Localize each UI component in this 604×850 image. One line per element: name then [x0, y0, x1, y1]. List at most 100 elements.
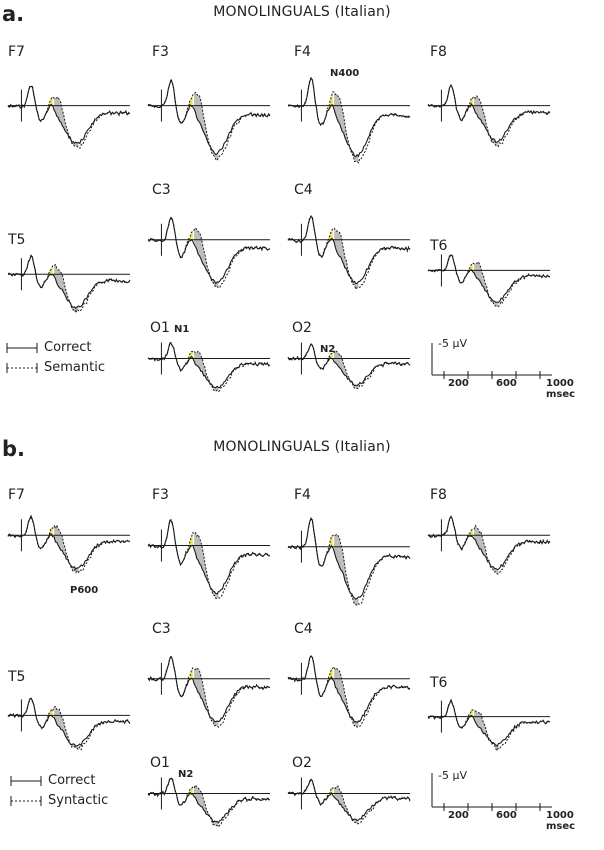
channel-label-f4: F4	[294, 44, 311, 60]
channel-label-f7: F7	[8, 487, 25, 503]
channel-label-t6: T6	[430, 238, 448, 254]
erp-plot	[7, 697, 131, 751]
effect-window-late	[334, 534, 359, 606]
trace-comparison	[147, 77, 271, 162]
trace-comparison	[147, 518, 271, 599]
effect-window-late	[54, 706, 79, 750]
legend-comparison: Syntactic	[10, 793, 108, 808]
erp-plot	[427, 254, 551, 308]
erp-plot	[287, 517, 411, 607]
erp-plot	[287, 654, 411, 728]
effect-window-late	[474, 96, 499, 147]
effect-window-late	[334, 666, 359, 728]
erp-plot	[7, 254, 131, 315]
trace-comparison	[287, 517, 411, 607]
trace-correct	[147, 655, 271, 723]
channel-label-t6: T6	[430, 675, 448, 691]
trace-correct	[287, 778, 411, 822]
erp-plot	[147, 77, 271, 162]
channel-label-c4: C4	[294, 182, 313, 198]
panel-b-title: MONOLINGUALS (Italian)	[213, 439, 391, 455]
trace-comparison	[7, 697, 131, 751]
effect-window-early	[43, 709, 53, 728]
scale-amplitude: -5 µV	[438, 337, 467, 350]
channel-label-f4: F4	[294, 487, 311, 503]
erp-plot	[427, 83, 551, 147]
legend-dashed-line-icon	[10, 795, 42, 806]
channel-label-t5: T5	[8, 669, 26, 685]
annotation-n2: N2	[178, 769, 194, 780]
channel-label-f3: F3	[152, 44, 169, 60]
trace-comparison	[7, 254, 131, 315]
legend-comparison: Semantic	[6, 360, 105, 375]
panel-b: b. MONOLINGUALS (Italian) F7 F3 F4 F8 C3…	[0, 435, 604, 850]
annotation-p600: P600	[70, 585, 99, 596]
effect-window-late	[194, 667, 219, 728]
trace-comparison	[7, 515, 131, 574]
effect-window-late	[334, 91, 359, 163]
scale-tick-600: 600	[496, 378, 517, 389]
legend-solid-line-icon	[6, 342, 38, 353]
annotation-n2: N2	[320, 344, 336, 355]
erp-plot	[287, 215, 411, 291]
erp-plot	[287, 777, 411, 825]
scale-bar	[431, 773, 552, 811]
trace-comparison	[147, 654, 271, 728]
panel-b-letter: b.	[2, 437, 26, 461]
erp-plot	[287, 342, 411, 389]
trace-comparison	[147, 342, 271, 393]
trace-correct	[287, 215, 411, 285]
trace-comparison	[427, 84, 551, 147]
erp-plot	[427, 515, 551, 575]
effect-window-late	[474, 525, 499, 574]
erp-plot	[147, 777, 271, 828]
trace-correct	[147, 519, 271, 595]
panel-a-title: MONOLINGUALS (Italian)	[213, 4, 391, 20]
erp-plot	[287, 76, 411, 164]
effect-window-late	[194, 92, 219, 161]
trace-comparison	[427, 700, 551, 752]
trace-comparison	[427, 515, 551, 575]
legend-dashed-line-icon	[6, 362, 38, 373]
channel-label-o1: O1	[150, 755, 170, 771]
scale-bar	[431, 343, 552, 379]
trace-correct	[147, 216, 271, 285]
effect-window-late	[474, 710, 499, 751]
trace-correct	[287, 342, 411, 387]
legend-correct: Correct	[6, 340, 91, 355]
trace-correct	[7, 85, 131, 145]
effect-window-early	[43, 527, 53, 547]
effect-window-early	[323, 535, 333, 565]
trace-correct	[287, 517, 411, 600]
channel-label-t5: T5	[8, 232, 26, 248]
legend-solid-line-icon	[10, 775, 42, 786]
legend-correct-label: Correct	[44, 340, 92, 355]
annotation-n1: N1	[174, 324, 190, 335]
trace-comparison	[427, 254, 551, 308]
channel-label-c3: C3	[152, 182, 171, 198]
scale-tick-1000: 1000 msec	[546, 810, 576, 832]
effect-window-late	[334, 228, 359, 290]
effect-window-late	[194, 532, 219, 599]
erp-plot	[147, 216, 271, 289]
channel-label-f8: F8	[430, 487, 447, 503]
legend-correct: Correct	[10, 773, 95, 788]
trace-correct	[427, 254, 551, 303]
trace-correct	[427, 83, 551, 144]
trace-comparison	[287, 342, 411, 389]
effect-window-late	[334, 350, 359, 389]
legend-comparison-label: Semantic	[44, 360, 105, 375]
trace-correct	[7, 697, 131, 747]
trace-correct	[147, 778, 271, 824]
effect-window-early	[183, 787, 193, 803]
effect-window-late	[54, 264, 79, 313]
effect-window-late	[194, 227, 219, 288]
trace-comparison	[147, 777, 271, 828]
trace-comparison	[7, 84, 131, 150]
erp-plot	[7, 514, 131, 574]
channel-label-f7: F7	[8, 44, 25, 60]
effect-window-late	[194, 785, 219, 827]
effect-window-late	[54, 525, 79, 573]
legend-comparison-label: Syntactic	[48, 793, 109, 808]
channel-label-c4: C4	[294, 621, 313, 637]
